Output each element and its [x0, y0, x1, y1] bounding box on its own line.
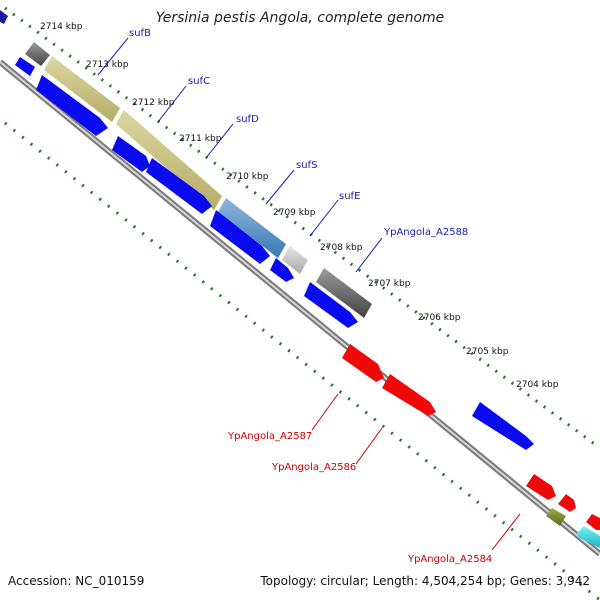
leader-sufS: [265, 169, 295, 205]
tick-2706: 2706 kbp: [418, 313, 461, 323]
label-sufD: sufD: [236, 114, 259, 125]
genome-backbone-highlight: [0, 61, 600, 555]
feature-sufC-band: [116, 110, 222, 210]
tick-2707: 2707 kbp: [368, 279, 411, 289]
forward-cds-arrow-3: [112, 136, 150, 172]
leader-A2586: [355, 427, 383, 465]
leader-sufD: [205, 123, 234, 159]
partial-feature-top-left: [0, 10, 8, 24]
tick-2714: 2714 kbp: [40, 22, 83, 32]
leader-A2588: [355, 237, 383, 273]
forward-gene-labels: sufB sufC sufD sufS sufE YpAngola_A2588: [97, 28, 468, 273]
tick-2710: 2710 kbp: [226, 172, 269, 182]
reverse-gene-labels: YpAngola_A2587 YpAngola_A2586 YpAngola_A…: [227, 393, 521, 565]
reverse-cds-arrow-3: [526, 474, 556, 500]
label-sufS: sufS: [296, 160, 317, 171]
tick-2708: 2708 kbp: [320, 243, 363, 253]
map-title: Yersinia pestis Angola, complete genome: [156, 10, 445, 26]
forward-cds-track: [15, 57, 534, 450]
kbp-tick-labels: 2714 kbp 2713 kbp 2712 kbp 2711 kbp 2710…: [40, 22, 559, 390]
feature-sufS-band: [218, 198, 286, 258]
leader-sufE: [309, 199, 339, 237]
reverse-cds-arrow-1: [342, 344, 384, 382]
tick-2711: 2711 kbp: [179, 134, 222, 144]
forward-cds-arrow-6: [270, 258, 294, 282]
label-YpAngola_A2584: YpAngola_A2584: [407, 554, 492, 565]
topology-text: Topology: circular; Length: 4,504,254 bp…: [259, 574, 590, 588]
label-YpAngola_A2588: YpAngola_A2588: [383, 227, 468, 238]
forward-cds-arrow-7: [304, 282, 358, 328]
reverse-cds-arrow-green: [546, 508, 566, 526]
accession-text: Accession: NC_010159: [8, 574, 144, 588]
reverse-cds-arrow-5: [586, 514, 600, 530]
forward-cds-arrow-8: [472, 402, 534, 450]
feature-A2588-band: [316, 268, 372, 318]
tick-2704: 2704 kbp: [516, 380, 559, 390]
feature-band: [25, 42, 372, 318]
feature-sufE-band: [282, 246, 308, 274]
forward-cds-arrow-4: [146, 158, 212, 214]
feature-grey-left: [25, 42, 50, 66]
tick-2712: 2712 kbp: [132, 98, 175, 108]
leader-sufC: [157, 85, 187, 123]
tick-2713: 2713 kbp: [86, 60, 129, 70]
label-YpAngola_A2586: YpAngola_A2586: [271, 462, 356, 473]
reverse-cds-arrow-4: [558, 494, 576, 512]
label-sufB: sufB: [129, 28, 151, 39]
leader-sufB: [97, 37, 129, 76]
leader-A2587: [311, 393, 339, 431]
leader-A2584: [491, 513, 521, 551]
forward-cds-arrow-5: [210, 210, 270, 264]
label-sufE: sufE: [339, 191, 360, 202]
reverse-cds-arrow-2: [382, 374, 436, 416]
reverse-cds-track: [342, 344, 600, 548]
label-sufC: sufC: [188, 76, 210, 87]
feature-sufB-band: [44, 56, 120, 122]
tick-2705: 2705 kbp: [466, 347, 509, 357]
forward-cds-arrow-2: [36, 75, 108, 136]
label-YpAngola_A2587: YpAngola_A2587: [227, 431, 312, 442]
inner-tick-ring: [4, 121, 600, 600]
reverse-cds-arrow-cyan: [576, 526, 600, 548]
outer-tick-ring: [4, 6, 600, 450]
forward-cds-arrow-1: [15, 57, 35, 76]
tick-2709: 2709 kbp: [273, 208, 316, 218]
